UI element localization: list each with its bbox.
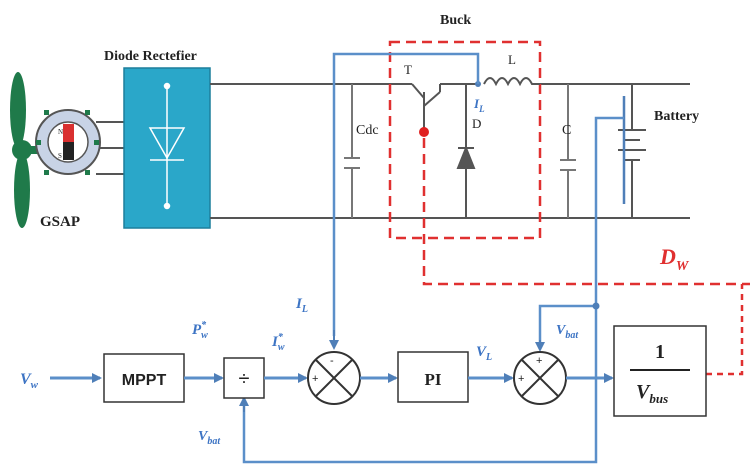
il-feedback-label: IL: [295, 296, 308, 315]
battery-label: Battery: [654, 109, 699, 124]
gain-numerator: 1: [655, 341, 665, 363]
transistor-label: T: [404, 62, 412, 77]
dc-bus-wires: [210, 83, 690, 219]
gain-denominator: Vbus: [636, 381, 668, 406]
duty-label: DW: [659, 244, 690, 274]
inductor-current-label: IL: [473, 96, 485, 114]
duty-return-line: [706, 284, 744, 376]
mppt-label: MPPT: [122, 372, 167, 389]
magnet-n-label: N: [58, 128, 63, 136]
gate-signal-dot: [419, 127, 429, 137]
iw-label: I*w: [271, 332, 285, 353]
generator-wires: [96, 121, 124, 175]
capacitor-label: C: [562, 123, 571, 138]
rectifier-label: Diode Rectefier: [104, 49, 197, 64]
inductor-icon: [483, 77, 540, 87]
freewheel-diode-icon: [456, 84, 476, 218]
buck-label: Buck: [440, 13, 471, 28]
battery-icon: [618, 84, 646, 218]
pi-block: [397, 351, 469, 403]
magnet-s-label: S: [58, 152, 62, 160]
diode-label: D: [472, 116, 481, 131]
cdc-capacitor-icon: [344, 84, 360, 218]
output-capacitor-icon: [560, 84, 576, 218]
feedback-signal-lines: [242, 52, 624, 464]
vw-label: Vw: [20, 371, 39, 391]
mppt-block: [103, 353, 185, 403]
vbat-top-label: Vbat: [556, 323, 579, 341]
generator-icon: [35, 109, 101, 175]
transistor-icon: [411, 83, 441, 128]
summing-junction-1: [307, 351, 361, 405]
vbat-junction: [592, 302, 600, 310]
pi-label: PI: [425, 370, 442, 389]
vbat-bottom-label: Vbat: [198, 429, 221, 447]
cdc-label: Cdc: [356, 123, 379, 138]
sum1-plus-sign: +: [312, 373, 318, 385]
sum2-plus-sign-left: +: [518, 373, 524, 385]
inductor-label: L: [508, 52, 516, 67]
divide-label: ÷: [239, 368, 250, 390]
sum1-minus-sign: -: [330, 355, 334, 367]
rectifier-diode-icon: [148, 82, 186, 210]
gsap-label: GSAP: [40, 214, 80, 230]
vl-label: VL: [476, 344, 492, 363]
buck-converter-box: [388, 40, 542, 240]
sum2-plus-sign-top: +: [536, 355, 542, 367]
duty-signal-line: [422, 138, 750, 286]
pw-label: P*w: [192, 320, 208, 341]
